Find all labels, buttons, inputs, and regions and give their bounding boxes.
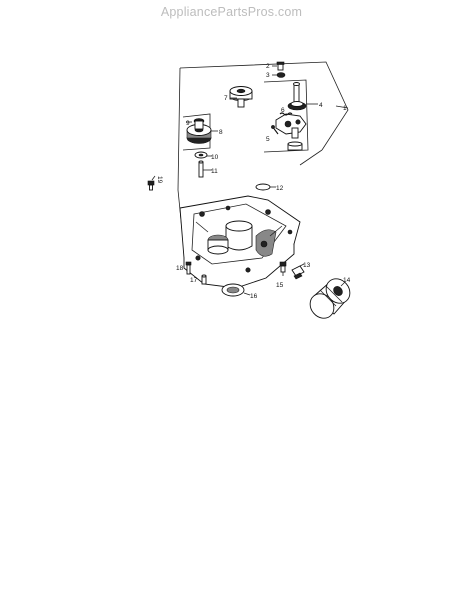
callout-4: 4 [319, 102, 323, 109]
part-4-pump-assembly [275, 82, 307, 151]
callout-3: 3 [266, 72, 270, 79]
callout-10: 10 [211, 154, 219, 161]
callout-14: 14 [343, 277, 351, 284]
part-6-spring [279, 112, 293, 116]
part-12-o-ring [255, 183, 276, 191]
callout-16: 16 [250, 293, 258, 300]
callout-7: 7 [224, 95, 228, 102]
part-16-seal [221, 283, 251, 297]
callout-18: 18 [176, 265, 184, 272]
callout-6: 6 [281, 107, 285, 114]
part-11-pin [198, 160, 212, 178]
crankcase-oil-pan [179, 195, 301, 289]
callout-11: 11 [211, 168, 218, 175]
callout-19: 19 [156, 176, 163, 184]
callout-1: 1 [343, 105, 347, 112]
part-9-large-gear [186, 118, 212, 144]
part-2-screw [272, 61, 285, 71]
part-17-dowel [201, 274, 207, 285]
part-3-nut [272, 72, 286, 78]
callout-8: 8 [219, 129, 223, 136]
pump-group-bracket [263, 79, 318, 153]
callout-2: 2 [266, 63, 270, 70]
callout-5: 5 [266, 136, 270, 143]
part-14-oil-filter [309, 278, 351, 319]
part-7-gear [229, 86, 253, 108]
callout-13: 13 [303, 262, 311, 269]
callout-9: 9 [186, 120, 190, 127]
part-13-plug [291, 263, 305, 280]
part-5-pin [271, 125, 279, 135]
watermark-text: AppliancePartsPros.com [160, 5, 303, 19]
callout-15: 15 [276, 282, 284, 289]
callout-12: 12 [276, 185, 284, 192]
part-10-washer [194, 151, 212, 159]
callout-17: 17 [190, 277, 198, 284]
part-19-bolt [147, 175, 156, 191]
part-18-bolt [185, 261, 192, 275]
part-15-fitting [279, 261, 287, 276]
